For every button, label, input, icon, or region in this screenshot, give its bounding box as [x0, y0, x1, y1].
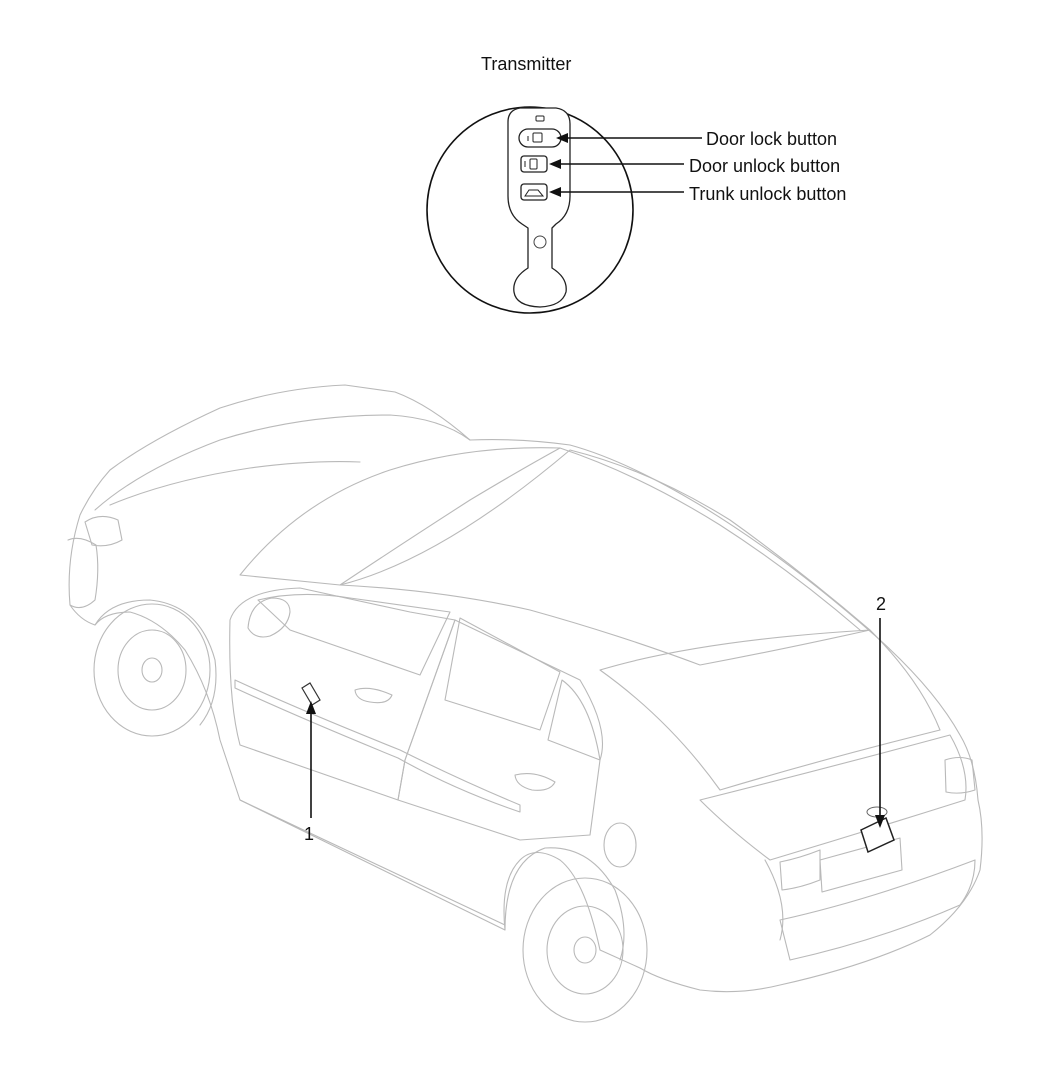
car-hood [94, 414, 471, 511]
car-trunk-lid-edge [764, 859, 784, 941]
car-rear-bumper [779, 859, 976, 961]
key-fob-led-icon [535, 115, 545, 122]
door-lock-label: Door lock button [706, 129, 837, 149]
car-front-wheel [93, 599, 217, 737]
car-roof-line [559, 447, 861, 631]
transmitter-inset: Transmitter [426, 54, 846, 314]
car-license-plate-area [819, 837, 903, 893]
car-side-mirror [247, 597, 291, 638]
door-unlock-label: Door unlock button [689, 156, 840, 176]
callout-2-arrow [875, 815, 885, 828]
trunk-receiver-icon [860, 816, 895, 854]
car-rear-door [397, 619, 603, 841]
door-unlock-button-icon [520, 155, 548, 173]
car-rocker-panel [239, 799, 506, 926]
car-fuel-door [603, 822, 637, 868]
sedan-illustration [67, 384, 983, 1023]
key-ring-hole [533, 235, 547, 249]
door-switch-icon [301, 682, 321, 706]
callout-1-arrow [306, 701, 316, 714]
car-front-bumper [67, 537, 99, 609]
door-lock-switch-component: 1 [301, 682, 321, 844]
car-rear-window [599, 629, 941, 791]
car-rear-door-window [444, 617, 561, 731]
door-unlock-arrow [549, 159, 561, 169]
car-front-door-handle [354, 687, 393, 704]
callout-2-number: 2 [876, 594, 886, 614]
car-rear-door-handle [514, 773, 556, 791]
key-fob-icon [507, 107, 571, 308]
car-front-door-window [257, 593, 451, 676]
car-headlamp [84, 515, 123, 547]
car-quarter-window [547, 679, 601, 761]
trunk-unlock-arrow [549, 187, 561, 197]
car-windshield [239, 447, 561, 586]
callout-1-number: 1 [304, 824, 314, 844]
door-lock-button-icon [518, 128, 562, 148]
car-roof [339, 449, 871, 666]
trunk-unlock-button-icon [520, 183, 548, 201]
transmitter-leaders [549, 133, 702, 197]
car-trunk [699, 734, 967, 861]
trunk-unlock-label: Trunk unlock button [689, 184, 846, 204]
transmitter-title: Transmitter [481, 54, 571, 74]
car-tail-lamp-left [779, 849, 821, 891]
door-lock-arrow [556, 133, 568, 143]
car-rear-wheel [504, 847, 648, 1023]
car-front-door [229, 587, 456, 801]
trunk-receiver-component: 2 [860, 594, 895, 854]
car-side-moulding [234, 679, 521, 813]
car-hood-crease [109, 461, 361, 506]
car-tail-lamp-right [944, 756, 976, 794]
